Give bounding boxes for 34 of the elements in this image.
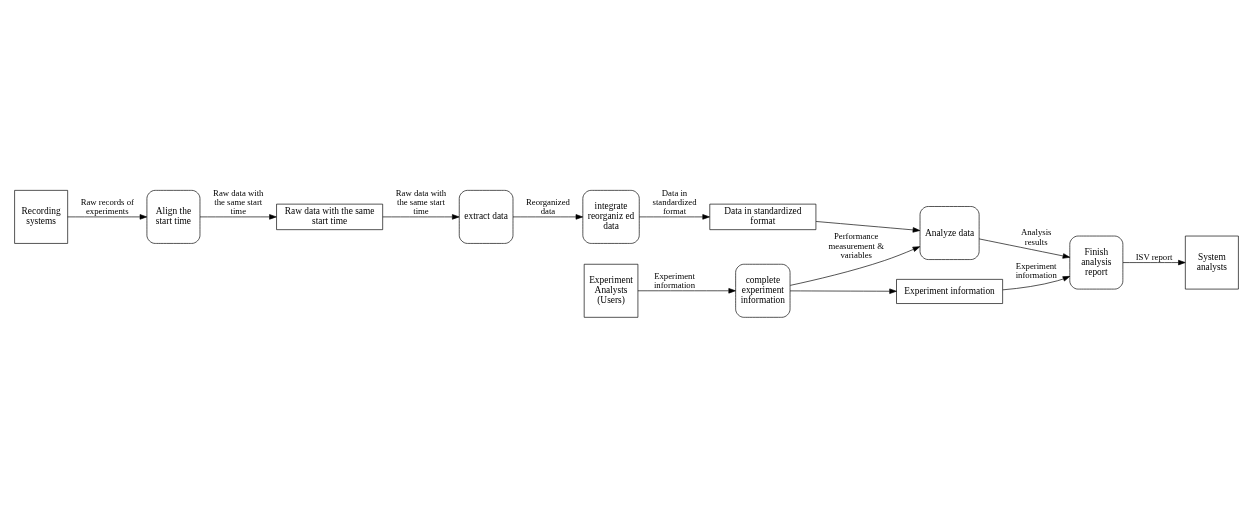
edge-label: Raw data with the same start time: [395, 187, 447, 217]
node-box: Data in standardized format: [709, 203, 817, 230]
node-box: complete experiment information: [735, 263, 791, 318]
edge-label: Reorganized data: [525, 197, 570, 217]
arrow: [639, 214, 710, 220]
edge-label: ISV report: [1135, 252, 1173, 263]
edge-label: Raw data with the same start time: [213, 187, 264, 217]
node-box: Align the start time: [146, 190, 201, 244]
arrow: [1122, 259, 1186, 266]
arrow: [1002, 276, 1071, 291]
arrow: [815, 221, 921, 233]
arrow: [512, 214, 584, 220]
arrow: [67, 214, 148, 220]
edge-label: Experiment information: [1015, 260, 1057, 281]
arrow: [637, 288, 736, 294]
edge-label: Raw records of experiments: [80, 197, 134, 217]
arrow: [978, 238, 1071, 259]
edge-label: Experiment information: [653, 270, 696, 291]
node-box: Analyze data: [919, 206, 980, 260]
node-box: Experiment Analysts (Users): [583, 263, 639, 318]
arrow: [382, 214, 460, 220]
edge-label: Analysis results: [1020, 227, 1052, 247]
arrow: [199, 214, 277, 220]
node-box: Raw data with the same start time: [276, 203, 383, 230]
node-box: Recording systems: [14, 190, 68, 244]
node-box: Experiment information: [896, 279, 1003, 304]
edge-label: Performance measurement & variables: [828, 231, 884, 261]
node-box: integrate reorganiz ed data: [582, 190, 640, 244]
arrow: [789, 288, 897, 294]
arrow: [789, 246, 921, 286]
edge-label: Data in standardized format: [652, 187, 697, 217]
node-box: Finish analysis report: [1069, 235, 1124, 290]
node-box: extract data: [458, 190, 514, 244]
node-box: System analysts: [1185, 235, 1239, 290]
